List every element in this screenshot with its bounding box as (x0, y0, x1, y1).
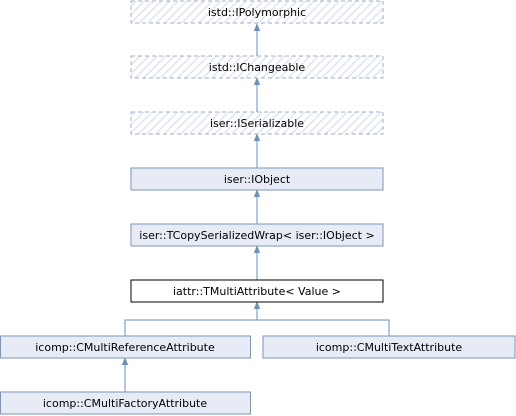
edge-cmultireferenceattribute-to-tmultiattribute (124, 301, 261, 337)
node-label: iattr::TMultiAttribute< Value > (173, 285, 341, 298)
node-iserializable[interactable]: iser::ISerializable (130, 111, 384, 135)
node-label: iser::TCopySerializedWrap< iser::IObject… (139, 229, 374, 242)
node-cmultifactoryattribute[interactable]: icomp::CMultiFactoryAttribute (0, 391, 251, 415)
node-label: istd::IChangeable (209, 61, 306, 74)
node-tcopyserializedwrap[interactable]: iser::TCopySerializedWrap< iser::IObject… (130, 223, 384, 247)
node-ichangeable[interactable]: istd::IChangeable (130, 55, 384, 79)
node-label: iser::ISerializable (210, 117, 304, 130)
node-label: iser::IObject (224, 173, 291, 186)
edges (121, 23, 390, 392)
node-label: istd::IPolymorphic (208, 6, 306, 19)
node-cmultitextattribute[interactable]: icomp::CMultiTextAttribute (262, 335, 516, 359)
node-label: icomp::CMultiTextAttribute (316, 341, 463, 354)
node-iobject[interactable]: iser::IObject (130, 167, 384, 191)
node-cmultireferenceattribute[interactable]: icomp::CMultiReferenceAttribute (0, 335, 251, 359)
node-tmultiattribute: iattr::TMultiAttribute< Value > (130, 279, 384, 303)
node-label: icomp::CMultiReferenceAttribute (35, 341, 215, 354)
node-label: icomp::CMultiFactoryAttribute (43, 397, 207, 410)
node-ipolymorphic[interactable]: istd::IPolymorphic (130, 0, 384, 24)
edge-cmultitextattribute-to-tmultiattribute (257, 319, 390, 337)
